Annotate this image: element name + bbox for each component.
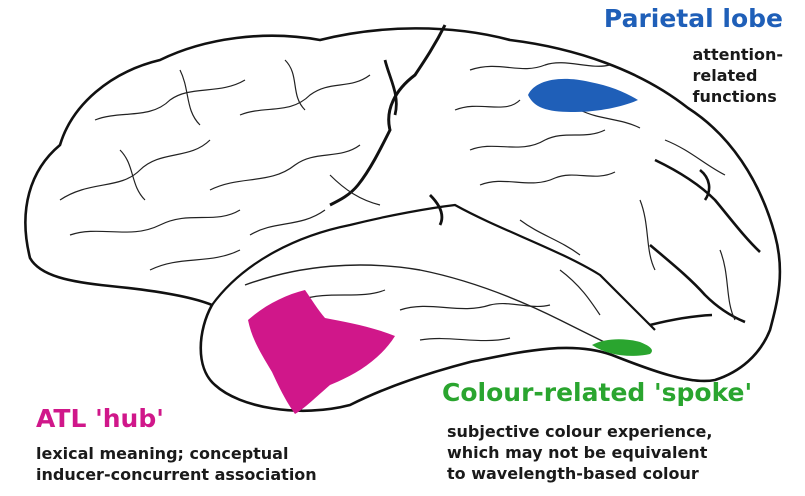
parietal-lobe-title: Parietal lobe	[604, 4, 783, 33]
parietal-desc-line: attention-	[693, 44, 784, 65]
atl-desc-line: lexical meaning; conceptual	[36, 443, 317, 464]
parietal-lobe-description: attention- related functions	[693, 44, 784, 107]
atl-desc-line: inducer-concurrent association	[36, 464, 317, 485]
spoke-desc-line: which may not be equivalent	[447, 442, 712, 463]
atl-hub-title: ATL 'hub'	[36, 404, 164, 433]
colour-spoke-description: subjective colour experience, which may …	[447, 421, 712, 484]
parietal-desc-line: functions	[693, 86, 784, 107]
spoke-desc-line: subjective colour experience,	[447, 421, 712, 442]
parietal-desc-line: related	[693, 65, 784, 86]
colour-spoke-title: Colour-related 'spoke'	[442, 378, 752, 407]
atl-hub-description: lexical meaning; conceptual inducer-conc…	[36, 443, 317, 485]
spoke-desc-line: to wavelength-based colour	[447, 463, 712, 484]
